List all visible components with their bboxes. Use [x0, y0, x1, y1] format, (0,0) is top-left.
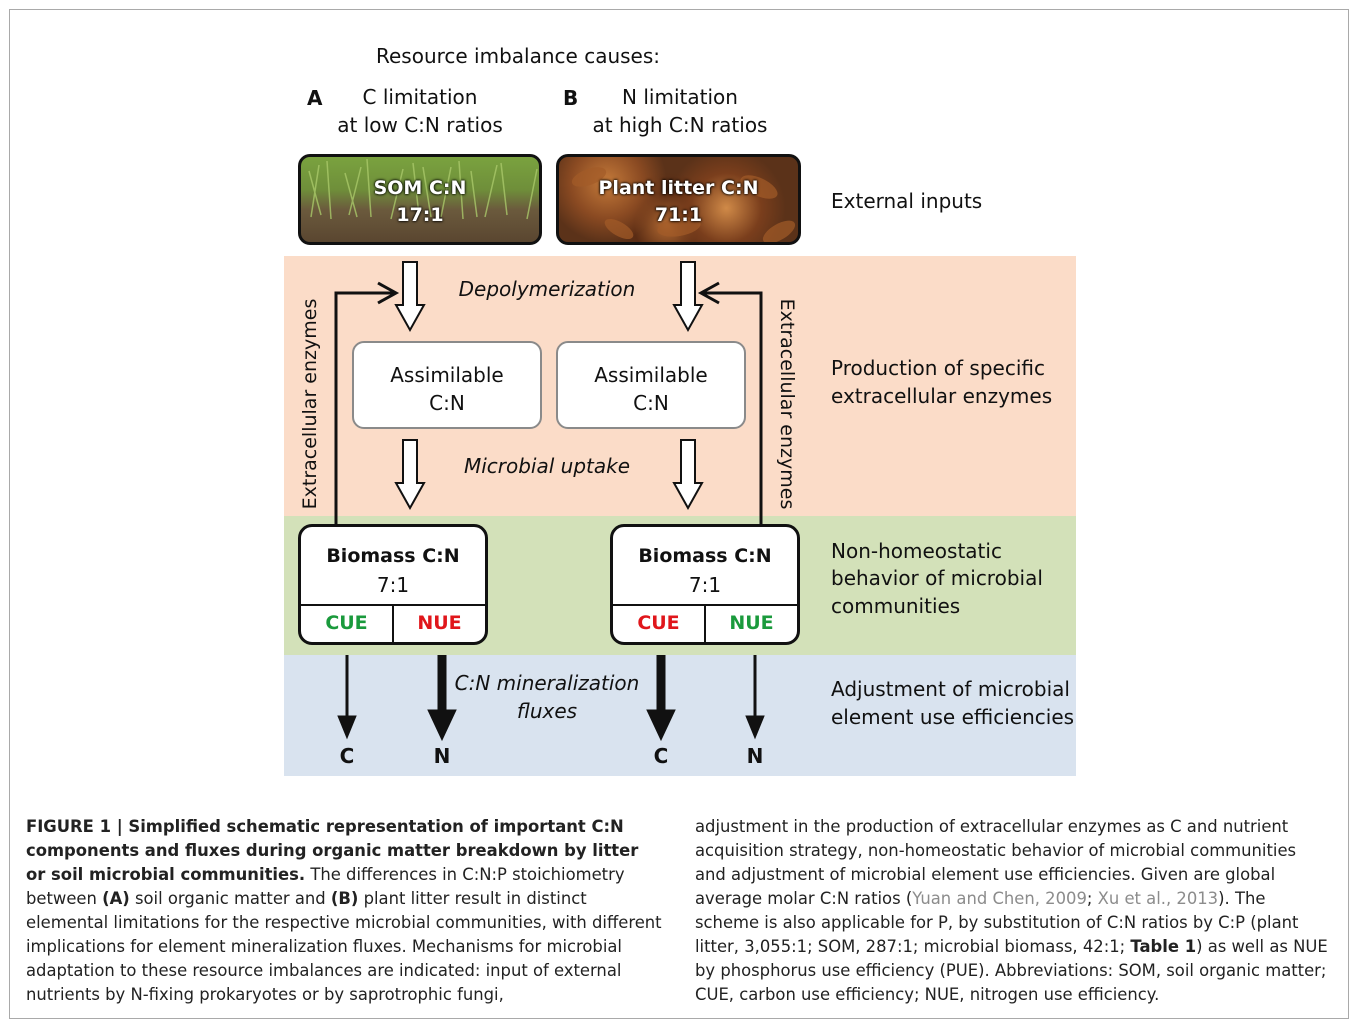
- side-production-2: extracellular enzymes: [831, 384, 1053, 408]
- biomass-a-cue: CUE: [325, 612, 368, 634]
- biomass-b-nue: NUE: [704, 606, 797, 642]
- som-ratio: 17:1: [396, 204, 444, 226]
- enzyme-head-a: [377, 281, 400, 305]
- enzyme-label-b: Extracellular enzymes: [776, 298, 798, 510]
- band-adjustment: [284, 655, 1076, 776]
- flux-a-n-label: N: [433, 744, 451, 768]
- biomass-b-ratio: 7:1: [688, 573, 722, 597]
- side-adjust-1: Adjustment of microbial: [831, 677, 1070, 701]
- depolymerization-label: Depolymerization: [458, 277, 636, 301]
- caption-col2-sep: ;: [1086, 889, 1098, 908]
- assimilable-a-line2: C:N: [429, 391, 465, 415]
- panel-a-line1: C limitation: [362, 85, 478, 109]
- panel-a-line2: at low C:N ratios: [337, 113, 503, 137]
- caption-text-3: plant litter result in distinct elementa…: [26, 889, 662, 1004]
- caption-col2-text-2: ). The scheme is also applicable for P, …: [695, 889, 1299, 956]
- litter-ratio: 71:1: [654, 204, 703, 226]
- side-external: External inputs: [831, 189, 983, 213]
- uptake-arrow-b: [672, 439, 704, 511]
- table-1-link[interactable]: Table 1: [1130, 937, 1197, 956]
- litter-photo: Plant litter C:N 71:1: [556, 154, 801, 245]
- flux-a-c-arrowhead: [337, 715, 357, 740]
- biomass-b-cue: CUE: [637, 612, 680, 634]
- flux-b-c-arrowhead: [646, 709, 676, 742]
- biomass-b-title: Biomass C:N: [638, 545, 772, 567]
- side-nonhomeo-1: Non-homeostatic: [831, 539, 1002, 563]
- biomass-a-ratio: 7:1: [376, 573, 410, 597]
- depoly-arrow-b: [672, 261, 704, 333]
- depoly-arrow-a: [394, 261, 426, 333]
- assimilable-box-b: Assimilable C:N: [556, 341, 746, 429]
- uptake-label: Microbial uptake: [463, 454, 631, 478]
- side-adjust-2: element use efficiencies: [831, 705, 1075, 729]
- caption-ref-a: (A): [102, 889, 130, 908]
- caption-column-2: adjustment in the production of extracel…: [695, 815, 1331, 1007]
- caption-col2-text-1: adjustment in the production of extracel…: [695, 817, 1297, 908]
- uptake-arrow-a: [394, 439, 426, 511]
- side-nonhomeo-3: communities: [831, 594, 961, 618]
- panel-a-letter: A: [307, 86, 323, 110]
- panel-b-line1: N limitation: [622, 85, 738, 109]
- som-photo: SOM C:N 17:1: [298, 154, 542, 245]
- grass-texture: [308, 158, 538, 220]
- citation-xu[interactable]: Xu et al., 2013: [1097, 889, 1219, 908]
- panel-b-line2: at high C:N ratios: [592, 113, 768, 137]
- enzyme-label-a: Extracellular enzymes: [299, 298, 321, 510]
- panel-b-letter: B: [563, 86, 579, 110]
- caption-col2-text-3: ) as well as NUE by phosphorus use effic…: [695, 937, 1328, 1004]
- biomass-a-nue: NUE: [392, 606, 485, 642]
- caption-text-1: The differences in C:N:P stoichiometry b…: [26, 865, 625, 908]
- biomass-box-a: Biomass C:N 7:1 CUE NUE: [298, 524, 488, 645]
- flux-a-n-arrowhead: [427, 709, 457, 742]
- figure-heading: Resource imbalance causes:: [375, 44, 661, 68]
- assimilable-a-line1: Assimilable: [390, 363, 504, 387]
- side-nonhomeo-2: behavior of microbial: [831, 566, 1043, 590]
- caption-ref-b: (B): [330, 889, 359, 908]
- biomass-a-title: Biomass C:N: [326, 545, 460, 567]
- citation-yuan-chen[interactable]: Yuan and Chen, 2009: [912, 889, 1087, 908]
- enzyme-line-b: [703, 291, 763, 524]
- litter-label: Plant litter C:N: [598, 177, 759, 199]
- caption-text-2: soil organic matter and: [129, 889, 331, 908]
- leaf-texture: [571, 167, 796, 242]
- enzyme-line-a: [334, 291, 394, 524]
- flux-b-n-label: N: [746, 744, 764, 768]
- flux-b-c-label: C: [653, 744, 669, 768]
- assimilable-box-a: Assimilable C:N: [352, 341, 542, 429]
- flux-b-n-arrowhead: [745, 715, 765, 740]
- biomass-box-b: Biomass C:N 7:1 CUE NUE: [610, 524, 800, 645]
- caption-label: FIGURE 1 | Simplified schematic represen…: [26, 817, 639, 884]
- mineralization-label-2: fluxes: [516, 699, 578, 723]
- mineralization-label-1: C:N mineralization: [454, 671, 640, 695]
- assimilable-b-line2: C:N: [633, 391, 669, 415]
- caption-column-1: FIGURE 1 | Simplified schematic represen…: [26, 815, 662, 1007]
- flux-a-c-label: C: [339, 744, 355, 768]
- enzyme-head-b: [697, 281, 720, 305]
- assimilable-b-line1: Assimilable: [594, 363, 708, 387]
- side-production-1: Production of specific: [831, 356, 1045, 380]
- som-label: SOM C:N: [373, 177, 467, 199]
